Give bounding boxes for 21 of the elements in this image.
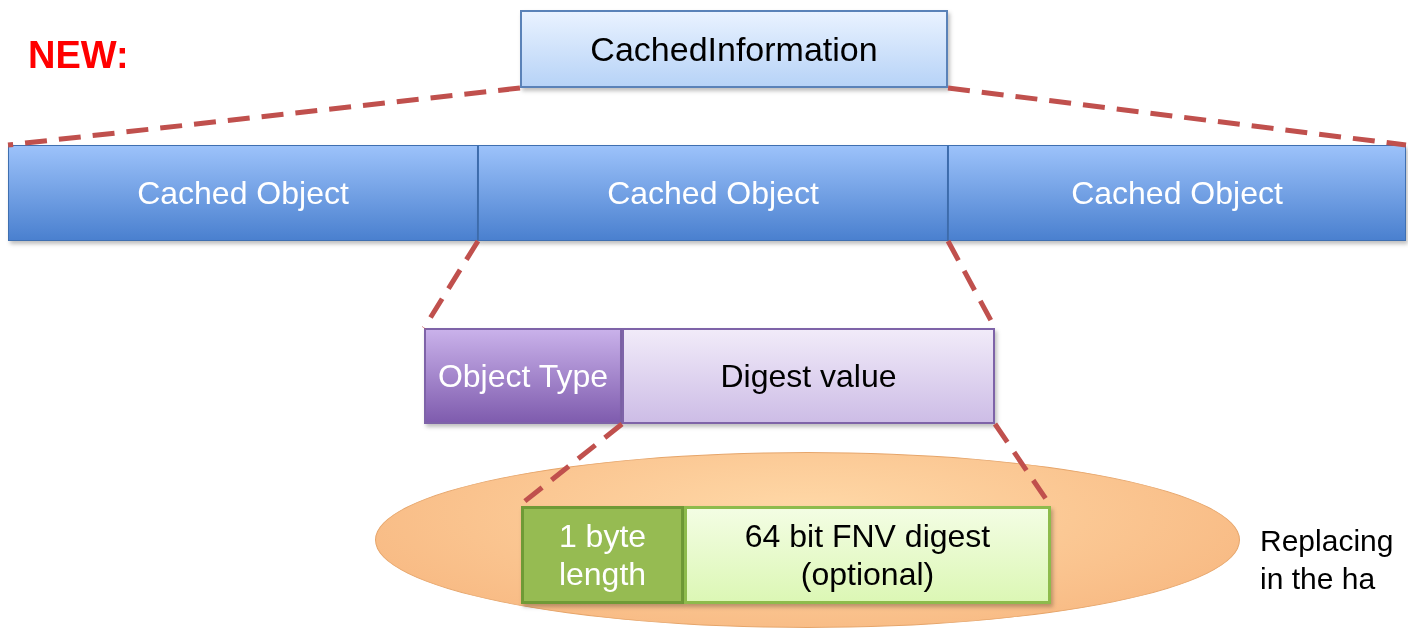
field-label: Cached Object: [606, 173, 820, 213]
field-box: [948, 145, 1406, 241]
field-box: [521, 506, 684, 604]
field-box: [8, 145, 478, 241]
field-box: [622, 328, 995, 424]
header-box: [520, 10, 948, 88]
field-box: [684, 506, 1051, 604]
field-label: 1 byte length: [557, 516, 648, 594]
field-box: [478, 145, 948, 241]
connector-line: [947, 85, 1407, 148]
field-label: CachedInformation: [589, 28, 879, 70]
field-label: Cached Object: [136, 173, 350, 213]
field-label: Digest value: [719, 356, 898, 396]
note-text: Replacing in the ha: [1260, 523, 1395, 597]
field-box: [424, 328, 622, 424]
field-label: Object Type: [436, 356, 610, 396]
field-label: 64 bit FNV digest (optional): [743, 516, 992, 594]
field-label: Cached Object: [1070, 173, 1284, 213]
heading: NEW:: [28, 33, 130, 78]
connector-line: [421, 239, 481, 330]
connector-line: [7, 85, 521, 148]
